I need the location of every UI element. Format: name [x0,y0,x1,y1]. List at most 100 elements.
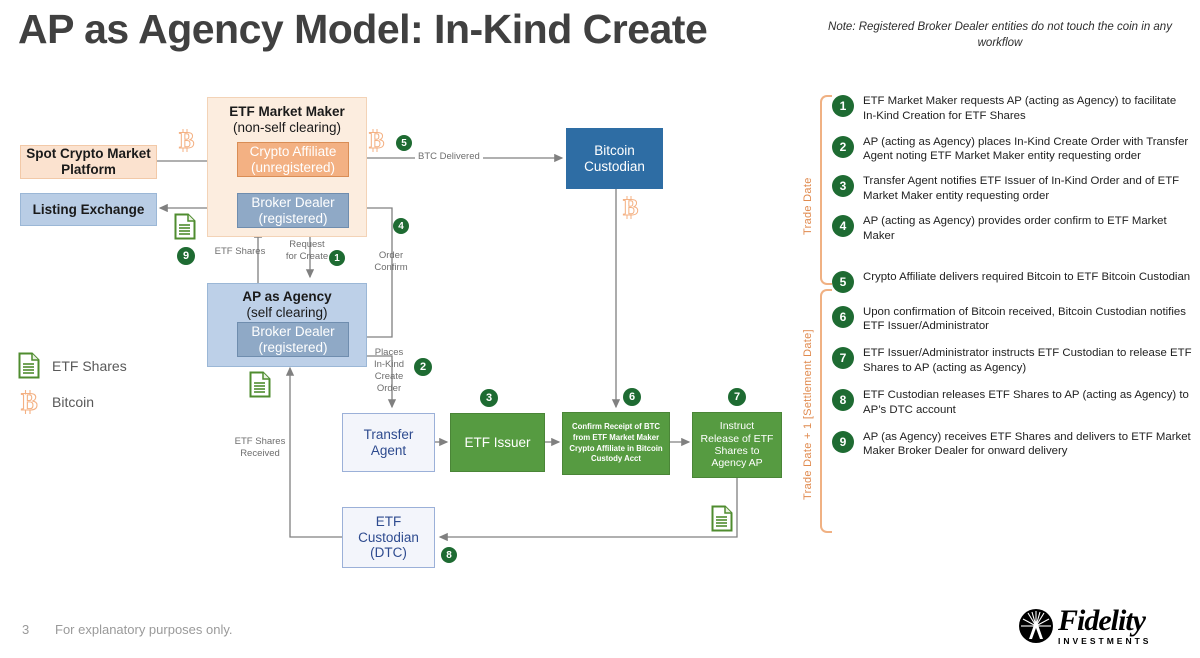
diagram-marker-8[interactable]: 8 [441,547,457,563]
step-text: AP (acting as Agency) provides order con… [863,214,1167,242]
step-text: ETF Custodian releases ETF Shares to AP … [863,388,1189,416]
box-etf-custodian-dtc[interactable]: ETF Custodian (DTC) [342,507,435,568]
box-ap-broker-dealer[interactable]: Broker Dealer (registered) [237,322,349,357]
page-number: 3 [22,622,30,637]
legend-step-5[interactable]: 5 Crypto Affiliate delivers required Bit… [832,270,1192,293]
group-subtitle: (non-self clearing) [232,120,342,136]
box-label-line2: (registered) [258,339,328,355]
step-text: ETF Issuer/Administrator instructs ETF C… [863,347,1192,375]
legend-step-6[interactable]: 6 Upon confirmation of Bitcoin received,… [832,305,1192,335]
legend-step-8[interactable]: 8 ETF Custodian releases ETF Shares to A… [832,388,1192,418]
bitcoin-icon-btc-delivered: B [369,128,385,154]
diagram-key: ETF Shares B Bitcoin [18,352,127,417]
step-number-badge: 3 [832,175,854,198]
group-title: AP as Agency [242,289,332,304]
brand-name: Fidelity [1058,604,1146,638]
box-label-line1: Broker Dealer [251,323,335,339]
step-text: Crypto Affiliate delivers required Bitco… [863,270,1191,283]
box-label: ETF Issuer [464,434,531,450]
bracket-settlement-date [820,289,832,533]
edge-label-places-in-kind-create-order: Places In-Kind Create Order [373,347,405,394]
disclaimer-note: Note: Registered Broker Dealer entities … [828,21,1172,49]
box-spot-crypto-market-platform[interactable]: Spot Crypto Market Platform [20,145,157,179]
bitcoin-icon-custodian-flow: B [623,195,639,221]
diagram-marker-9[interactable]: 9 [177,247,195,265]
step-number-badge: 7 [832,347,854,370]
key-label-bitcoin: Bitcoin [52,394,95,410]
legend-step-9[interactable]: 9 AP (as Agency) receives ETF Shares and… [832,430,1192,460]
step-number-badge: 2 [832,135,854,158]
etf-shares-icon-release [711,505,733,532]
box-label: Spot Crypto Market Platform [26,146,151,177]
box-label-line1: Transfer [363,426,414,442]
edge-label-order-confirm: Order Confirm [374,250,408,273]
box-label-line1: Broker Dealer [251,194,335,210]
group-ap-as-agency[interactable]: AP as Agency (self clearing) Broker Deal… [207,283,367,367]
box-label-line2: Custodian [358,529,419,545]
brand-tagline: INVESTMENTS [1058,636,1152,647]
bitcoin-icon-spot-flow: B [179,128,195,154]
footer-note: For explanatory purposes only. [55,622,233,637]
step-text: Upon confirmation of Bitcoin received, B… [863,305,1186,333]
legend-step-4[interactable]: 4 AP (acting as Agency) provides order c… [832,214,1192,244]
step-text: AP (as Agency) receives ETF Shares and d… [863,430,1191,458]
box-label-line2: Agent [370,442,407,458]
diagram-marker-5[interactable]: 5 [396,135,412,151]
box-label-line1: ETF [375,513,402,529]
legend-step-list: 1 ETF Market Maker requests AP (acting a… [832,94,1192,468]
phase-label-trade-date: Trade Date [802,177,814,235]
edge-label-etf-shares-received: ETF Shares Received [234,436,286,459]
diagram-marker-7[interactable]: 7 [728,388,746,406]
step-number-badge: 4 [832,214,854,237]
page-title: AP as Agency Model: In-Kind Create [18,6,708,52]
box-label-line2: (registered) [258,210,328,226]
legend-step-1[interactable]: 1 ETF Market Maker requests AP (acting a… [832,94,1192,124]
box-label-line3: Shares to [714,445,760,457]
svg-text:B: B [369,128,384,153]
legend-step-2[interactable]: 2 AP (acting as Agency) places In-Kind C… [832,135,1192,165]
box-label-line3: (DTC) [370,545,407,561]
diagram-marker-3[interactable]: 3 [480,389,498,407]
key-label-etf-shares: ETF Shares [52,357,127,374]
etf-shares-icon-listing [174,213,196,240]
box-crypto-affiliate[interactable]: Crypto Affiliate (unregistered) [237,142,349,177]
box-instruct-release[interactable]: Instruct Release of ETF Shares to Agency… [692,412,782,478]
box-confirm-receipt[interactable]: Confirm Receipt of BTC from ETF Market M… [562,412,670,475]
box-transfer-agent[interactable]: Transfer Agent [342,413,435,472]
step-number-badge: 6 [832,305,854,328]
box-label-line2: (unregistered) [250,159,336,175]
box-listing-exchange[interactable]: Listing Exchange [20,193,157,226]
step-number-badge: 8 [832,388,854,411]
edge-label-btc-delivered: BTC Delivered [415,151,483,163]
step-text: AP (acting as Agency) places In-Kind Cre… [863,135,1189,163]
box-label-line1: Crypto Affiliate [249,143,337,159]
edge-label-etf-shares: ETF Shares [214,246,266,257]
diagram-marker-1[interactable]: 1 [329,250,345,266]
svg-text:B: B [21,389,38,416]
box-bitcoin-custodian[interactable]: Bitcoin Custodian [566,128,663,189]
group-etf-market-maker[interactable]: ETF Market Maker (non-self clearing) Cry… [207,97,367,237]
bitcoin-icon-key: B [20,388,38,416]
bracket-trade-date [820,95,832,285]
edge-label-request-for-create: Request for Create [285,239,329,262]
diagram-marker-4[interactable]: 4 [393,218,409,234]
box-mm-broker-dealer[interactable]: Broker Dealer (registered) [237,193,349,228]
diagram-marker-6[interactable]: 6 [623,388,641,406]
legend-step-3[interactable]: 3 Transfer Agent notifies ETF Issuer of … [832,174,1192,204]
diagram-marker-2[interactable]: 2 [414,358,432,376]
box-label-line1: Instruct [719,420,755,433]
box-label-line4: Agency AP [711,457,763,470]
svg-text:B: B [623,195,638,220]
step-number-badge: 9 [832,430,854,453]
fidelity-logo: Fidelity INVESTMENTS [1018,604,1188,648]
svg-text:B: B [179,128,194,153]
legend-step-7[interactable]: 7 ETF Issuer/Administrator instructs ETF… [832,346,1192,376]
box-label-line2: Release of ETF [700,432,774,445]
box-etf-issuer[interactable]: ETF Issuer [450,413,545,472]
step-text: Transfer Agent notifies ETF Issuer of In… [863,175,1180,203]
fidelity-starburst-icon [1019,609,1053,643]
group-subtitle: (self clearing) [246,305,328,321]
box-label: Confirm Receipt of BTC from ETF Market M… [569,422,663,464]
box-label-line2: Custodian [584,158,645,174]
step-text: ETF Market Maker requests AP (acting as … [863,95,1177,122]
